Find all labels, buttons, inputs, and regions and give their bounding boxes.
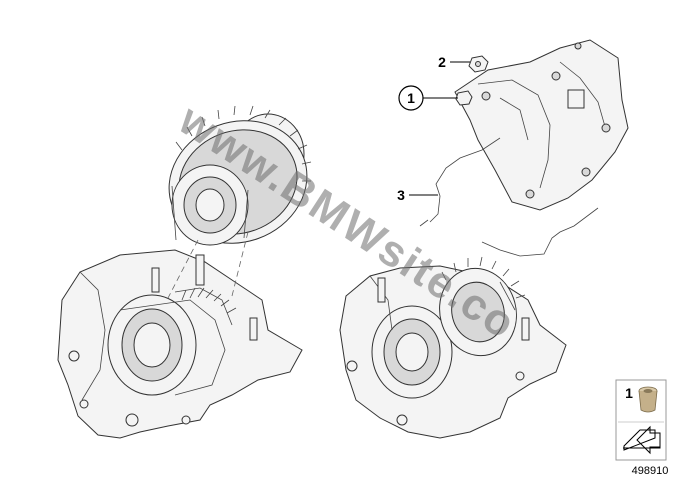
assembled-gear-teeth [441, 256, 526, 299]
callout-2-label: 2 [438, 54, 446, 70]
callout-2: 2 [438, 54, 470, 70]
assembly-guide-line-a [167, 239, 199, 299]
callout-1-label: 1 [407, 90, 415, 106]
callout-3: 3 [397, 187, 438, 203]
callout-1: 1 [398, 85, 458, 111]
housing-cover [454, 39, 629, 211]
inset-item-label: 1 [625, 385, 633, 401]
assembly-guide-line-b [231, 231, 249, 297]
breather-pipe-lower [481, 207, 599, 257]
arrow-icon [623, 425, 661, 455]
callout-3-label: 3 [397, 187, 405, 203]
diagram-id: 498910 [632, 465, 669, 477]
ring-gear-teeth [175, 105, 312, 182]
left-housing-assembly [57, 249, 303, 439]
bushing-icon [638, 386, 658, 413]
assembled-housing [339, 256, 567, 439]
ring-gear-exploded [168, 105, 312, 246]
breather-pipe [419, 137, 501, 227]
part-inset-box: 1 498910 [615, 379, 669, 477]
bolt-part [455, 90, 473, 106]
nut-part [468, 55, 489, 73]
left-housing-gear-teeth [181, 287, 237, 314]
